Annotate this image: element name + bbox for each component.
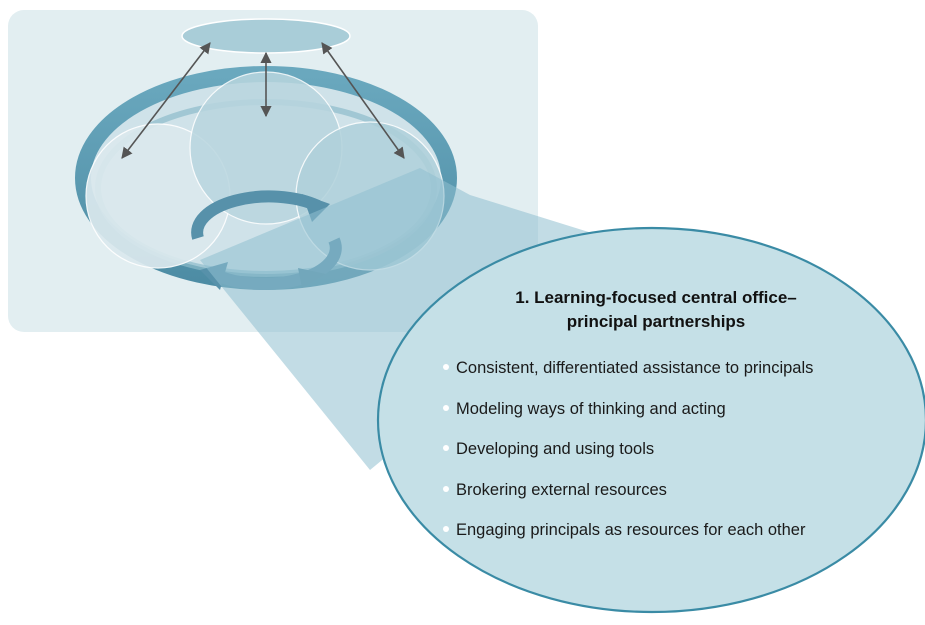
bubble-item: Developing and using tools [456,440,654,458]
bullet-dot [443,526,449,532]
bullet-dot [443,486,449,492]
bubble-item: Modeling ways of thinking and acting [456,400,726,418]
bullet-dot [443,445,449,451]
cycle-arrowhead-right [302,194,330,222]
arrow-top-to-right [321,42,405,159]
bubble-title-line2: principal partnerships [567,312,746,331]
bubble-item: Engaging principals as resources for eac… [456,521,806,539]
arrow-top-to-left [121,42,211,159]
bubble-title-line1: 1. Learning-focused central office– [515,288,797,307]
bullet-dot [443,364,449,370]
detail-bubble [376,226,925,614]
bubble-item: Consistent, differentiated assistance to… [456,359,813,377]
bullet-dot [443,405,449,411]
bubble-item: Brokering external resources [456,481,667,499]
cycle-arrow-top [191,190,321,240]
